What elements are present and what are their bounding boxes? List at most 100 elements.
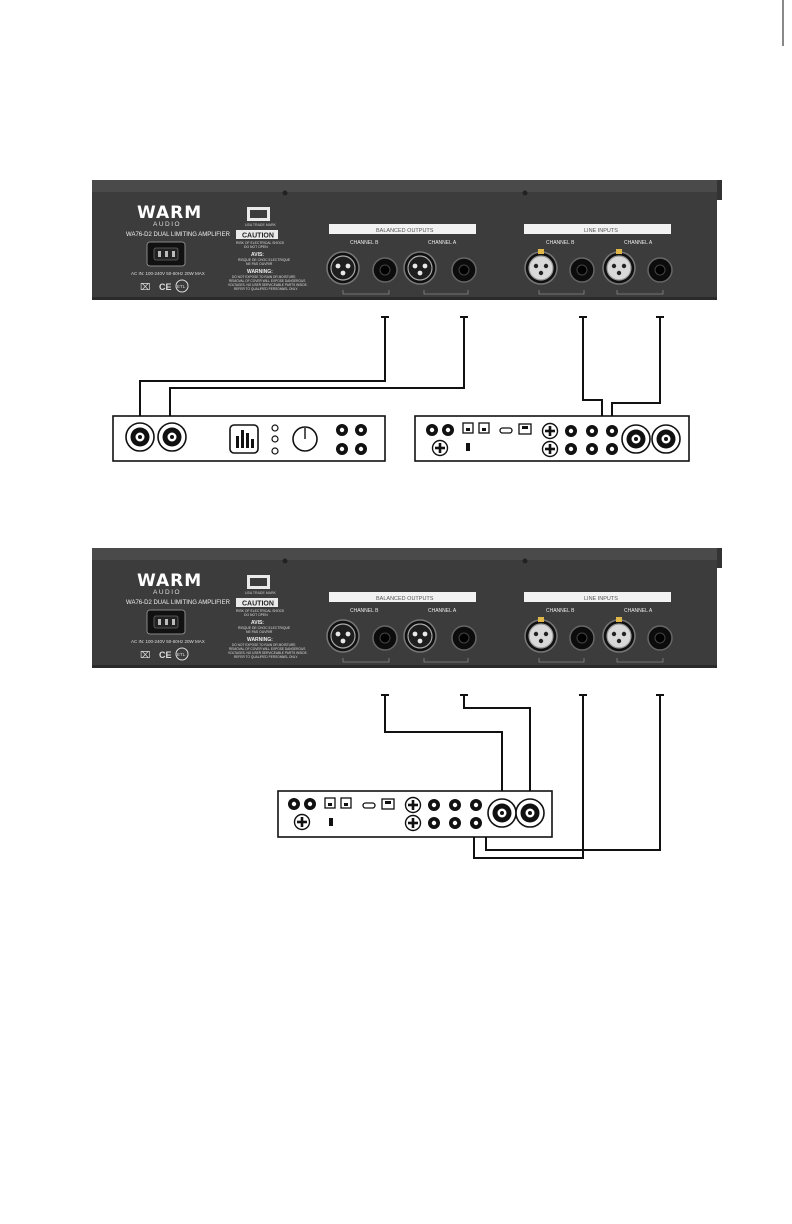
small-jack-icon[interactable] <box>428 817 440 829</box>
svg-text:DO NOT OPEN: DO NOT OPEN <box>244 613 268 617</box>
small-xlr-icon[interactable] <box>431 439 449 457</box>
svg-text:USA TRADE MARK: USA TRADE MARK <box>245 223 277 227</box>
brand-sub: AUDIO <box>153 221 181 228</box>
trs-jack-icon[interactable] <box>569 257 595 283</box>
trs-jack-icon[interactable] <box>372 625 398 651</box>
small-jack-icon[interactable] <box>586 443 598 455</box>
svg-text:ETL: ETL <box>177 652 186 657</box>
svg-text:CHANNEL A: CHANNEL A <box>624 240 653 246</box>
svg-text:NE PAS OUVRIR: NE PAS OUVRIR <box>246 630 273 634</box>
svg-text:AVIS:: AVIS: <box>251 252 264 258</box>
svg-text:CHANNEL B: CHANNEL B <box>350 240 379 246</box>
audio-interface <box>277 790 553 838</box>
line-inputs-section: LINE INPUTS CHANNEL B CHANNEL A <box>524 224 673 295</box>
small-jack-icon[interactable] <box>426 424 438 436</box>
svg-text:RISQUE DE CHOC ELECTRIQUE: RISQUE DE CHOC ELECTRIQUE <box>238 626 291 630</box>
iec-power-inlet-icon <box>146 241 186 267</box>
small-jack-icon[interactable] <box>606 425 618 437</box>
combo-jack-icon[interactable] <box>157 422 187 452</box>
small-jack-icon[interactable] <box>336 424 348 436</box>
combo-jack-icon[interactable] <box>651 424 681 454</box>
svg-text:RISQUE DE CHOC ELECTRIQUE: RISQUE DE CHOC ELECTRIQUE <box>238 258 291 262</box>
trs-jack-icon[interactable] <box>451 257 477 283</box>
combo-jack-icon[interactable] <box>487 798 517 828</box>
svg-text:BALANCED OUTPUTS: BALANCED OUTPUTS <box>376 596 434 602</box>
xlr-male-icon[interactable] <box>403 251 437 285</box>
svg-text:WARNING:: WARNING: <box>247 637 273 643</box>
optical-port-icon[interactable] <box>462 422 474 434</box>
xlr-male-icon[interactable] <box>326 619 360 653</box>
optical-port-icon[interactable] <box>478 422 490 434</box>
small-jack-icon[interactable] <box>449 799 461 811</box>
xlr-male-icon[interactable] <box>326 251 360 285</box>
small-jack-icon[interactable] <box>565 425 577 437</box>
svg-text:CHANNEL A: CHANNEL A <box>428 608 457 614</box>
power-rating: AC IN: 100-240V 50-60Hz 20W MAX <box>131 271 205 276</box>
svg-text:REMOVAL OF COVER WILL EXPOSE D: REMOVAL OF COVER WILL EXPOSE DANGEROUS <box>229 279 305 283</box>
audio-interface <box>414 415 690 462</box>
caution-label: CAUTION RISK OF ELECTRICAL SHOCK DO NOT … <box>228 598 308 659</box>
rear-panel: WARM AUDIO WA76-D2 DUAL LIMITING AMPLIFI… <box>92 180 722 300</box>
svg-text:CHANNEL A: CHANNEL A <box>624 608 653 614</box>
small-jack-icon[interactable] <box>470 799 482 811</box>
optical-port-icon[interactable] <box>340 797 352 809</box>
small-jack-icon[interactable] <box>470 817 482 829</box>
small-jack-icon[interactable] <box>449 817 461 829</box>
small-jack-icon[interactable] <box>355 424 367 436</box>
small-jack-icon[interactable] <box>304 798 316 810</box>
model-label: WA76-D2 DUAL LIMITING AMPLIFIER <box>126 600 231 606</box>
usb-port-icon[interactable] <box>466 443 470 451</box>
svg-text:BALANCED OUTPUTS: BALANCED OUTPUTS <box>376 228 434 234</box>
usb-port-icon[interactable] <box>329 818 333 826</box>
combo-jack-icon[interactable] <box>515 798 545 828</box>
cable-out-b <box>139 316 389 426</box>
cable-in-b <box>473 694 587 859</box>
ce-mark: CE <box>159 282 172 292</box>
small-xlr-icon[interactable] <box>541 440 559 458</box>
balanced-outputs-section: BALANCED OUTPUTS CHANNEL B CHANNEL A <box>326 224 477 295</box>
trs-jack-icon[interactable] <box>647 625 673 651</box>
trs-jack-icon[interactable] <box>372 257 398 283</box>
combo-jack-icon[interactable] <box>125 422 155 452</box>
brand-logo: WARM <box>137 571 202 591</box>
trs-jack-icon[interactable] <box>569 625 595 651</box>
mixer-device <box>112 415 386 462</box>
usb-c-icon[interactable] <box>362 802 376 809</box>
svg-text:CHANNEL B: CHANNEL B <box>546 240 575 246</box>
small-jack-icon[interactable] <box>355 443 367 455</box>
svg-text:CAUTION: CAUTION <box>242 601 274 608</box>
svg-text:USA TRADE MARK: USA TRADE MARK <box>245 591 277 595</box>
svg-text:REFER TO QUALIFIED PERSONNEL O: REFER TO QUALIFIED PERSONNEL ONLY. <box>234 655 298 659</box>
cable-out-a <box>169 316 468 426</box>
small-xlr-icon[interactable] <box>541 422 559 440</box>
trs-jack-icon[interactable] <box>647 257 673 283</box>
led-indicator <box>271 447 279 455</box>
small-xlr-icon[interactable] <box>404 796 422 814</box>
svg-text:RISK OF ELECTRICAL SHOCK: RISK OF ELECTRICAL SHOCK <box>236 241 285 245</box>
small-jack-icon[interactable] <box>565 443 577 455</box>
svg-text:REFER TO QUALIFIED PERSONNEL O: REFER TO QUALIFIED PERSONNEL ONLY. <box>234 287 298 291</box>
cable-in-a <box>611 316 664 426</box>
small-jack-icon[interactable] <box>288 798 300 810</box>
svg-text:ETL: ETL <box>177 284 186 289</box>
svg-text:CHANNEL A: CHANNEL A <box>428 240 457 246</box>
usb-c-icon[interactable] <box>499 427 513 434</box>
small-xlr-icon[interactable] <box>404 814 422 832</box>
small-jack-icon[interactable] <box>428 799 440 811</box>
svg-text:CHANNEL B: CHANNEL B <box>546 608 575 614</box>
trs-jack-icon[interactable] <box>451 625 477 651</box>
cable-out-b <box>381 694 503 800</box>
small-jack-icon[interactable] <box>336 443 348 455</box>
small-jack-icon[interactable] <box>586 425 598 437</box>
small-xlr-icon[interactable] <box>293 813 311 831</box>
small-jack-icon[interactable] <box>606 443 618 455</box>
small-jack-icon[interactable] <box>442 424 454 436</box>
combo-jack-icon[interactable] <box>621 424 651 454</box>
svg-text:VOLTAGES. NO USER SERVICEABLE: VOLTAGES. NO USER SERVICEABLE PARTS INSI… <box>228 283 308 287</box>
trademark-badge: USA TRADE MARK <box>245 207 277 227</box>
optical-port-icon[interactable] <box>324 797 336 809</box>
iec-power-inlet-icon <box>146 609 186 635</box>
knob-icon[interactable] <box>292 426 318 452</box>
xlr-male-icon[interactable] <box>403 619 437 653</box>
